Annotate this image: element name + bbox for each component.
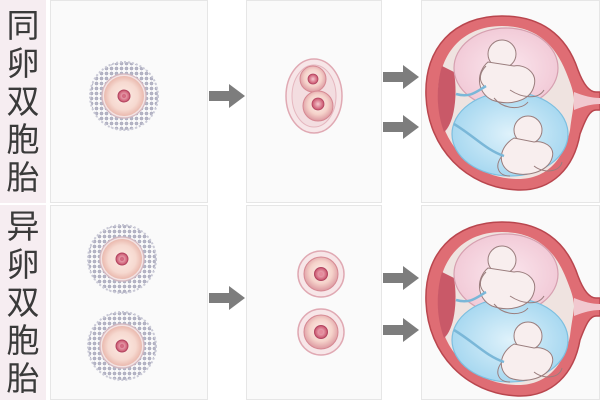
uterus-twins-icon [424, 14, 600, 192]
row-label-identical-twins: 同 卵 双 胞 胎 [0, 0, 46, 203]
right-arrow-icon [209, 286, 245, 310]
label-char: 异 [6, 206, 40, 246]
zygote-icon [297, 250, 345, 298]
right-arrow-icon [383, 318, 419, 342]
label-char: 胎 [6, 358, 40, 398]
egg-cell-icon [87, 224, 157, 294]
egg-cell-icon [87, 311, 157, 381]
right-arrow-icon [383, 115, 419, 139]
label-char: 胞 [6, 320, 40, 360]
label-char: 胎 [6, 157, 40, 197]
label-char: 双 [6, 81, 40, 121]
egg-cell-icon [89, 61, 159, 131]
panel-embryo-bottom [246, 205, 382, 400]
label-char: 卵 [6, 43, 40, 83]
uterus-twins-icon [424, 220, 600, 398]
zygote-icon [297, 308, 345, 356]
two-cell-embryo-icon [285, 58, 343, 134]
right-arrow-icon [383, 266, 419, 290]
right-arrow-icon [383, 65, 419, 89]
label-char: 同 [6, 5, 40, 45]
label-char: 胞 [6, 119, 40, 159]
row-label-fraternal-twins: 异 卵 双 胞 胎 [0, 205, 46, 400]
label-char: 卵 [6, 244, 40, 284]
right-arrow-icon [209, 84, 245, 108]
label-char: 双 [6, 282, 40, 322]
